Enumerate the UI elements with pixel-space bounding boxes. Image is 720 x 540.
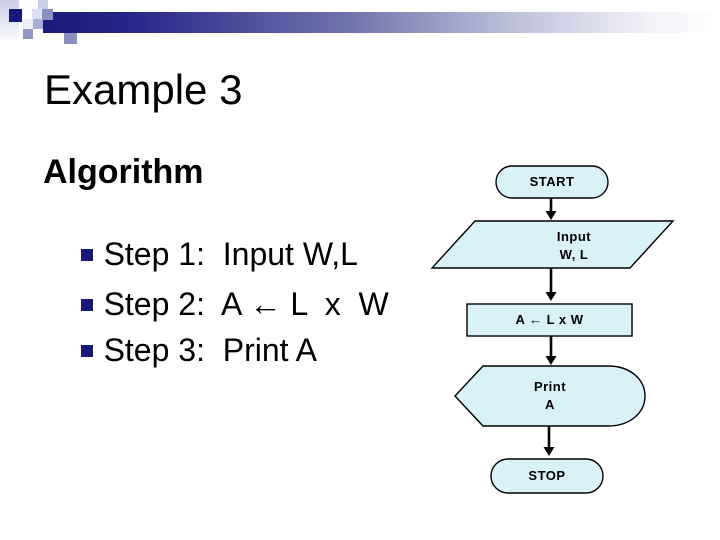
slide-title: Example 3 xyxy=(44,66,243,113)
step-text: Step 2: A ← L x W xyxy=(103,285,389,322)
process-text: A ← L x W xyxy=(515,312,584,327)
step-text: Step 1: Input W,L xyxy=(103,235,358,272)
flowchart-process-rectangle xyxy=(466,303,633,337)
deco-square xyxy=(64,33,77,44)
input-text-line1: Input xyxy=(556,228,592,244)
input-text-line2: W, L xyxy=(559,246,589,262)
bullet-square-icon xyxy=(80,298,93,311)
flowchart-print-display-shape xyxy=(454,365,646,427)
deco-square xyxy=(23,19,33,29)
flow-arrowhead xyxy=(545,356,557,365)
print-text-line2: A xyxy=(545,397,555,412)
flow-arrowhead xyxy=(545,292,557,301)
deco-square xyxy=(32,9,42,19)
flowchart-start-label: START xyxy=(496,166,608,198)
flowchart-stop-terminator xyxy=(490,458,604,494)
flow-arrowhead xyxy=(545,211,557,220)
step-text: Step 3: Print A xyxy=(103,331,318,368)
flow-arrowhead xyxy=(543,447,555,456)
algorithm-step: Step 1: Input W,L xyxy=(45,199,358,309)
deco-navy-square xyxy=(9,9,22,22)
stop-text: STOP xyxy=(528,468,566,483)
bullet-square-icon xyxy=(80,248,93,261)
bullet-square-icon xyxy=(80,344,93,357)
body-heading: Algorithm xyxy=(43,153,204,191)
print-text-line1: Print xyxy=(533,379,567,394)
flowchart-stop-label: STOP xyxy=(491,459,603,493)
deco-square xyxy=(38,0,48,9)
flowchart-input-label: Input W, L xyxy=(476,223,672,268)
flowchart-print-label: Print A xyxy=(455,366,645,426)
algorithm-step: Step 2: A ← L x W xyxy=(45,249,389,359)
deco-square xyxy=(42,9,53,20)
deco-square xyxy=(33,19,43,29)
deco-square xyxy=(23,29,33,39)
algorithm-step: Step 3: Print A xyxy=(45,295,317,405)
flowchart-input-parallelogram xyxy=(430,220,675,269)
flowchart-process-label: A ← L x W xyxy=(467,304,632,336)
start-text: START xyxy=(529,174,575,189)
deco-gradient-bar xyxy=(43,12,720,33)
